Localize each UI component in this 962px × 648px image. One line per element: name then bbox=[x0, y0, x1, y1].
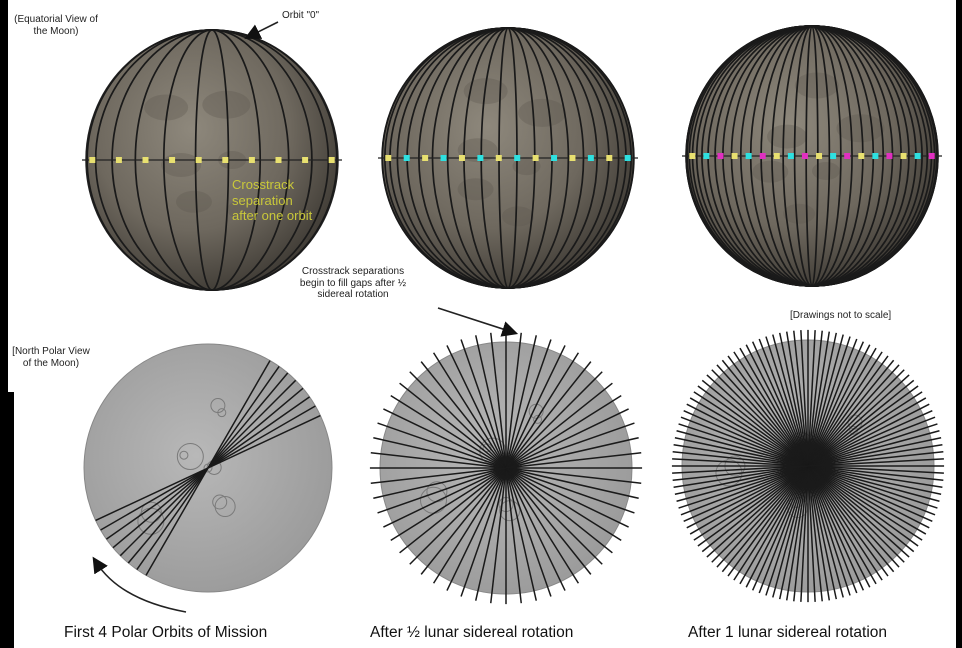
crossing-marker bbox=[404, 155, 410, 161]
crossing-marker bbox=[915, 153, 921, 159]
crossing-marker bbox=[422, 155, 428, 161]
crossing-marker bbox=[802, 153, 808, 159]
crosstrack-overlay-text: Crosstrack separation after one orbit bbox=[232, 177, 322, 224]
crossing-marker bbox=[459, 155, 465, 161]
crossing-marker bbox=[569, 155, 575, 161]
crossing-marker bbox=[746, 153, 752, 159]
crossing-marker bbox=[143, 157, 149, 163]
crossing-marker bbox=[689, 153, 695, 159]
crossing-marker bbox=[703, 153, 709, 159]
crossing-marker bbox=[276, 157, 282, 163]
crater-patch bbox=[518, 99, 566, 127]
crossing-marker bbox=[788, 153, 794, 159]
crater-patch bbox=[502, 206, 534, 226]
crossing-marker bbox=[385, 155, 391, 161]
globe-1 bbox=[82, 30, 342, 290]
crossing-marker bbox=[496, 155, 502, 161]
crossing-marker bbox=[116, 157, 122, 163]
crater-patch bbox=[783, 204, 815, 224]
crossing-marker bbox=[732, 153, 738, 159]
crossing-marker bbox=[222, 157, 228, 163]
polar-view-3 bbox=[672, 330, 944, 602]
crater-patch bbox=[812, 162, 840, 180]
crossing-marker bbox=[514, 155, 520, 161]
equatorial-globes bbox=[82, 26, 942, 290]
polar-view-1 bbox=[84, 344, 332, 592]
crossing-marker bbox=[196, 157, 202, 163]
crossing-marker bbox=[302, 157, 308, 163]
crossing-marker bbox=[89, 157, 95, 163]
crossing-marker bbox=[477, 155, 483, 161]
equatorial-view-label: (Equatorial View of the Moon) bbox=[14, 14, 98, 37]
polar-view-2 bbox=[370, 332, 642, 604]
crossing-marker bbox=[844, 153, 850, 159]
crossing-marker bbox=[760, 153, 766, 159]
globe-2 bbox=[378, 28, 638, 288]
crossing-marker bbox=[872, 153, 878, 159]
globe-3 bbox=[682, 26, 942, 286]
crossing-marker bbox=[816, 153, 822, 159]
caption-first-orbits: First 4 Polar Orbits of Mission bbox=[64, 624, 267, 642]
crossing-marker bbox=[169, 157, 175, 163]
crosstrack-note-arrow bbox=[438, 308, 512, 332]
crossing-marker bbox=[717, 153, 723, 159]
crossing-marker bbox=[858, 153, 864, 159]
north-polar-view-label: [North Polar View of the Moon) bbox=[8, 346, 94, 369]
crossing-marker bbox=[249, 157, 255, 163]
crater-patch bbox=[458, 178, 494, 200]
crossing-marker bbox=[329, 157, 335, 163]
crossing-marker bbox=[606, 155, 612, 161]
drawings-note: [Drawings not to scale] bbox=[790, 310, 891, 322]
crater-patch bbox=[176, 191, 212, 213]
crossing-marker bbox=[901, 153, 907, 159]
caption-half-rotation: After ½ lunar sidereal rotation bbox=[370, 624, 573, 642]
crosstrack-note: Crosstrack separations begin to fill gap… bbox=[296, 266, 410, 301]
polar-views bbox=[84, 330, 944, 604]
caption-full-rotation: After 1 lunar sidereal rotation bbox=[688, 624, 887, 642]
crossing-marker bbox=[625, 155, 631, 161]
crossing-marker bbox=[551, 155, 557, 161]
orbit-zero-arrow bbox=[250, 22, 278, 36]
crossing-marker bbox=[774, 153, 780, 159]
orbit-zero-label: Orbit "0" bbox=[282, 10, 319, 22]
crossing-marker bbox=[929, 153, 935, 159]
crossing-marker bbox=[886, 153, 892, 159]
crossing-marker bbox=[441, 155, 447, 161]
crossing-marker bbox=[588, 155, 594, 161]
crossing-marker bbox=[533, 155, 539, 161]
crossing-marker bbox=[830, 153, 836, 159]
